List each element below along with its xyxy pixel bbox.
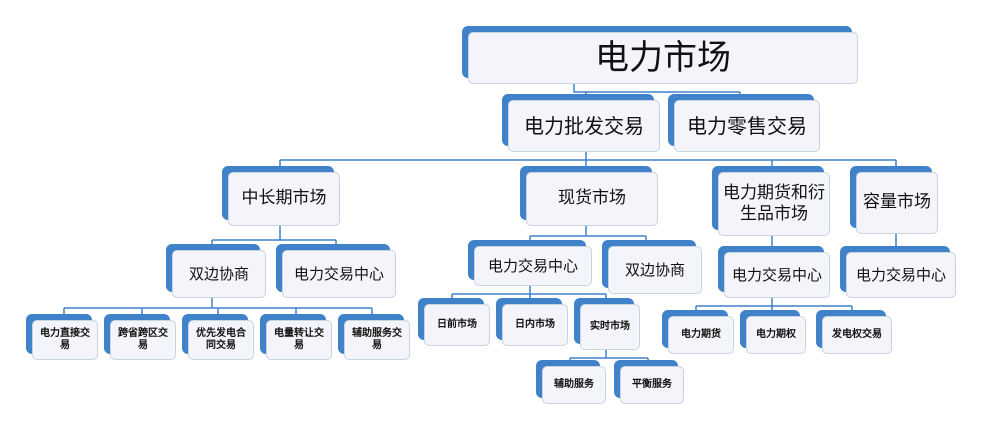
node-power-options-label: 电力期权 (746, 316, 806, 354)
node-power-futures-label: 电力期货 (668, 316, 734, 354)
node-cross-region: 跨省跨区交易 (104, 314, 176, 360)
node-root-label: 电力市场 (468, 32, 858, 84)
node-transfer: 电量转让交易 (260, 314, 332, 360)
node-futures: 电力期货和衍生品市场 (712, 166, 830, 236)
node-spot-exchange-label: 电力交易中心 (474, 246, 592, 286)
node-retail-label: 电力零售交易 (674, 100, 820, 152)
node-gen-rights-label: 发电权交易 (822, 316, 892, 354)
node-direct-trade: 电力直接交易 (26, 314, 98, 360)
node-futures-label: 电力期货和衍生品市场 (718, 172, 830, 236)
node-power-futures: 电力期货 (662, 310, 734, 354)
node-priority-contract: 优先发电合同交易 (182, 314, 254, 360)
node-ancillary-service: 辅助服务 (536, 360, 606, 404)
node-spot: 现货市场 (520, 166, 658, 226)
node-ancillary-service-label: 辅助服务 (542, 366, 606, 404)
node-ancillary: 辅助服务交易 (338, 314, 410, 360)
node-cross-region-label: 跨省跨区交易 (110, 320, 176, 360)
node-intraday-label: 日内市场 (502, 304, 568, 346)
node-spot-bilateral-label: 双边协商 (608, 246, 702, 294)
node-priority-contract-label: 优先发电合同交易 (188, 320, 254, 360)
node-root: 电力市场 (462, 26, 858, 84)
node-wholesale-label: 电力批发交易 (508, 100, 660, 152)
node-long-term-exchange: 电力交易中心 (276, 244, 396, 298)
node-day-ahead-label: 日前市场 (424, 304, 490, 346)
node-power-options: 电力期权 (740, 310, 806, 354)
node-day-ahead: 日前市场 (418, 298, 490, 346)
node-capacity-exchange: 电力交易中心 (840, 246, 956, 298)
node-long-term-bilateral-label: 双边协商 (172, 250, 266, 298)
node-realtime: 实时市场 (574, 298, 640, 350)
node-intraday: 日内市场 (496, 298, 568, 346)
node-long-term-bilateral: 双边协商 (166, 244, 266, 298)
node-wholesale: 电力批发交易 (502, 94, 660, 152)
node-capacity-label: 容量市场 (856, 172, 938, 234)
node-futures-exchange-label: 电力交易中心 (724, 252, 830, 298)
node-spot-bilateral: 双边协商 (602, 240, 702, 294)
node-capacity: 容量市场 (850, 166, 938, 234)
node-futures-exchange: 电力交易中心 (718, 246, 830, 298)
node-realtime-label: 实时市场 (580, 304, 640, 350)
node-capacity-exchange-label: 电力交易中心 (846, 252, 956, 298)
node-retail: 电力零售交易 (668, 94, 820, 152)
node-long-term: 中长期市场 (222, 166, 340, 226)
node-transfer-label: 电量转让交易 (266, 320, 332, 360)
node-balancing-service-label: 平衡服务 (620, 366, 684, 404)
node-spot-exchange: 电力交易中心 (468, 240, 592, 286)
node-long-term-label: 中长期市场 (228, 172, 340, 226)
node-direct-trade-label: 电力直接交易 (32, 320, 98, 360)
node-spot-label: 现货市场 (526, 172, 658, 226)
node-long-term-exchange-label: 电力交易中心 (282, 250, 396, 298)
node-ancillary-label: 辅助服务交易 (344, 320, 410, 360)
node-gen-rights: 发电权交易 (816, 310, 892, 354)
node-balancing-service: 平衡服务 (614, 360, 684, 404)
